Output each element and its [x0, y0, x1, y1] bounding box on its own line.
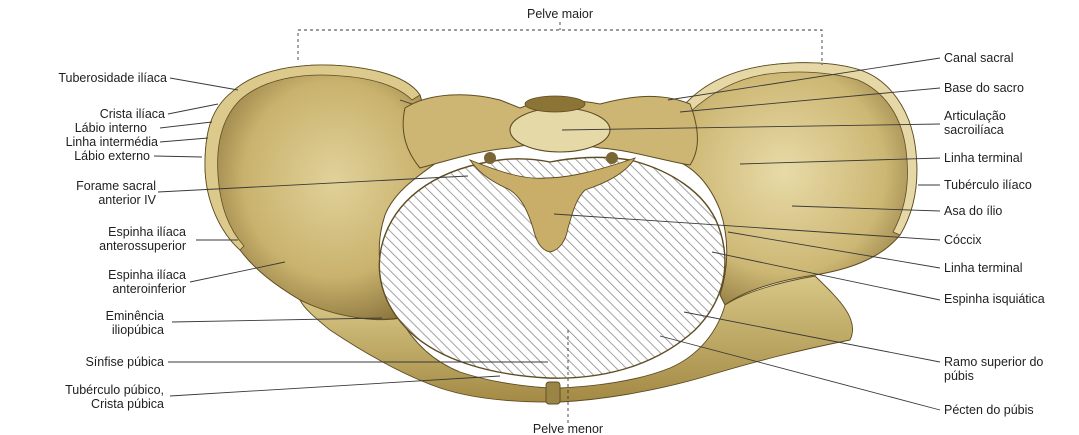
- label-articulacao-1: Articulação: [944, 109, 1006, 123]
- sacral-foramen-l: [484, 152, 496, 164]
- label-eminencia-1: Eminência: [106, 309, 164, 323]
- label-pecten-pubis: Pécten do púbis: [944, 403, 1034, 417]
- label-ramo-superior-1: Ramo superior do: [944, 355, 1043, 369]
- label-canal-sacral: Canal sacral: [944, 51, 1013, 65]
- label-forame-sacral-2: anterior IV: [98, 193, 156, 207]
- label-articulacao-2: sacroilíaca: [944, 123, 1004, 137]
- label-eias-1: Espinha ilíaca: [108, 225, 186, 239]
- label-linha-terminal-1: Linha terminal: [944, 151, 1023, 165]
- label-eias-2: anterossuperior: [99, 239, 186, 253]
- label-crista-iliaca: Crista ilíaca: [100, 107, 165, 121]
- pubic-symphysis: [546, 382, 560, 404]
- label-tuberculo-pubico-2: Crista púbica: [91, 397, 164, 411]
- label-linha-intermedia: Linha intermédia: [66, 135, 158, 149]
- label-tuberculo-pubico-1: Tubérculo púbico,: [65, 383, 164, 397]
- label-coccix: Cóccix: [944, 233, 982, 247]
- sacral-canal: [525, 96, 585, 112]
- label-pelve-menor: Pelve menor: [533, 422, 603, 435]
- label-labio-interno: Lábio interno: [75, 121, 147, 135]
- label-eiai-1: Espinha ilíaca: [108, 268, 186, 282]
- label-base-sacro: Base do sacro: [944, 81, 1024, 95]
- label-eiai-2: anteroinferior: [112, 282, 186, 296]
- label-espinha-isquiatica: Espinha isquiática: [944, 292, 1045, 306]
- pelvis-illustration: [205, 63, 917, 404]
- label-labio-externo: Lábio externo: [74, 149, 150, 163]
- label-eminencia-2: iliopúbica: [112, 323, 164, 337]
- label-pelve-maior: Pelve maior: [527, 7, 593, 21]
- label-asa-ilio: Asa do ílio: [944, 204, 1002, 218]
- label-tuberosidade-iliaca: Tuberosidade ilíaca: [58, 71, 167, 85]
- label-forame-sacral-1: Forame sacral: [76, 179, 156, 193]
- label-sinfise: Sínfise púbica: [85, 355, 164, 369]
- label-linha-terminal-2: Linha terminal: [944, 261, 1023, 275]
- label-ramo-superior-2: púbis: [944, 369, 974, 383]
- sacral-foramen-r: [606, 152, 618, 164]
- sacral-base: [510, 108, 610, 152]
- label-tuberculo-iliaco: Tubérculo ilíaco: [944, 178, 1032, 192]
